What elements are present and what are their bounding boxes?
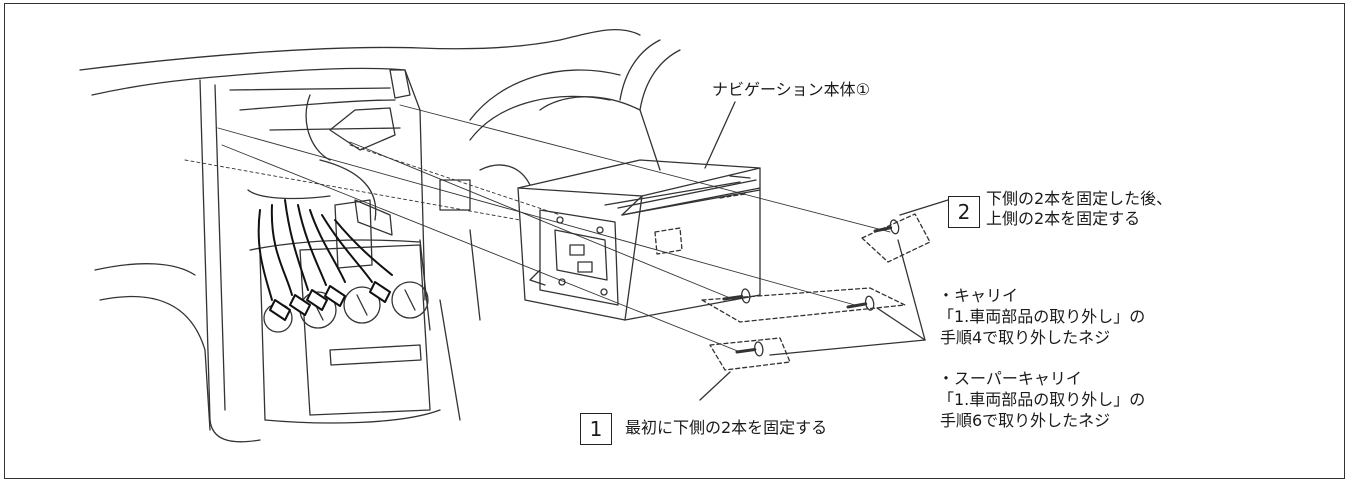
step2-number-box: 2	[948, 196, 980, 228]
carry-note-line2: 「1.車両部品の取り外し」の	[938, 307, 1146, 326]
unit-leader-line	[704, 101, 736, 169]
carry-note-line3: 手順4で取り外したネジ	[940, 328, 1111, 347]
wire-harness-icon	[257, 199, 393, 321]
bracket-icon	[305, 94, 396, 269]
step2-leader-line	[899, 199, 949, 216]
super-carry-note-line3: 手順6で取り外したネジ	[940, 411, 1111, 430]
step2-text-line2: 上側の2本を固定する	[986, 209, 1141, 228]
step2-text-line1: 下側の2本を固定した後、	[986, 189, 1173, 208]
carry-note-line1: ・キャリイ	[938, 286, 1019, 305]
screw-groups	[701, 213, 931, 371]
step1-text: 最初に下側の2本を固定する	[625, 418, 828, 437]
super-carry-note-line1: ・スーパーキャリイ	[938, 369, 1082, 388]
climate-panel-icon	[263, 244, 431, 416]
diagram-frame	[4, 3, 1345, 479]
hidden-alignment-lines	[184, 144, 561, 221]
super-carry-note-line2: 「1.車両部品の取り外し」の	[938, 390, 1146, 409]
navigation-unit-icon	[517, 159, 761, 321]
navigation-unit-label: ナビゲーション本体①	[712, 80, 871, 99]
screw-icon	[722, 219, 900, 357]
dashboard-icon	[79, 28, 681, 443]
step1-number-box: 1	[580, 413, 612, 445]
alignment-lines	[217, 104, 891, 353]
screw-note-leaders	[769, 239, 926, 356]
step1-leader-line	[699, 371, 731, 401]
